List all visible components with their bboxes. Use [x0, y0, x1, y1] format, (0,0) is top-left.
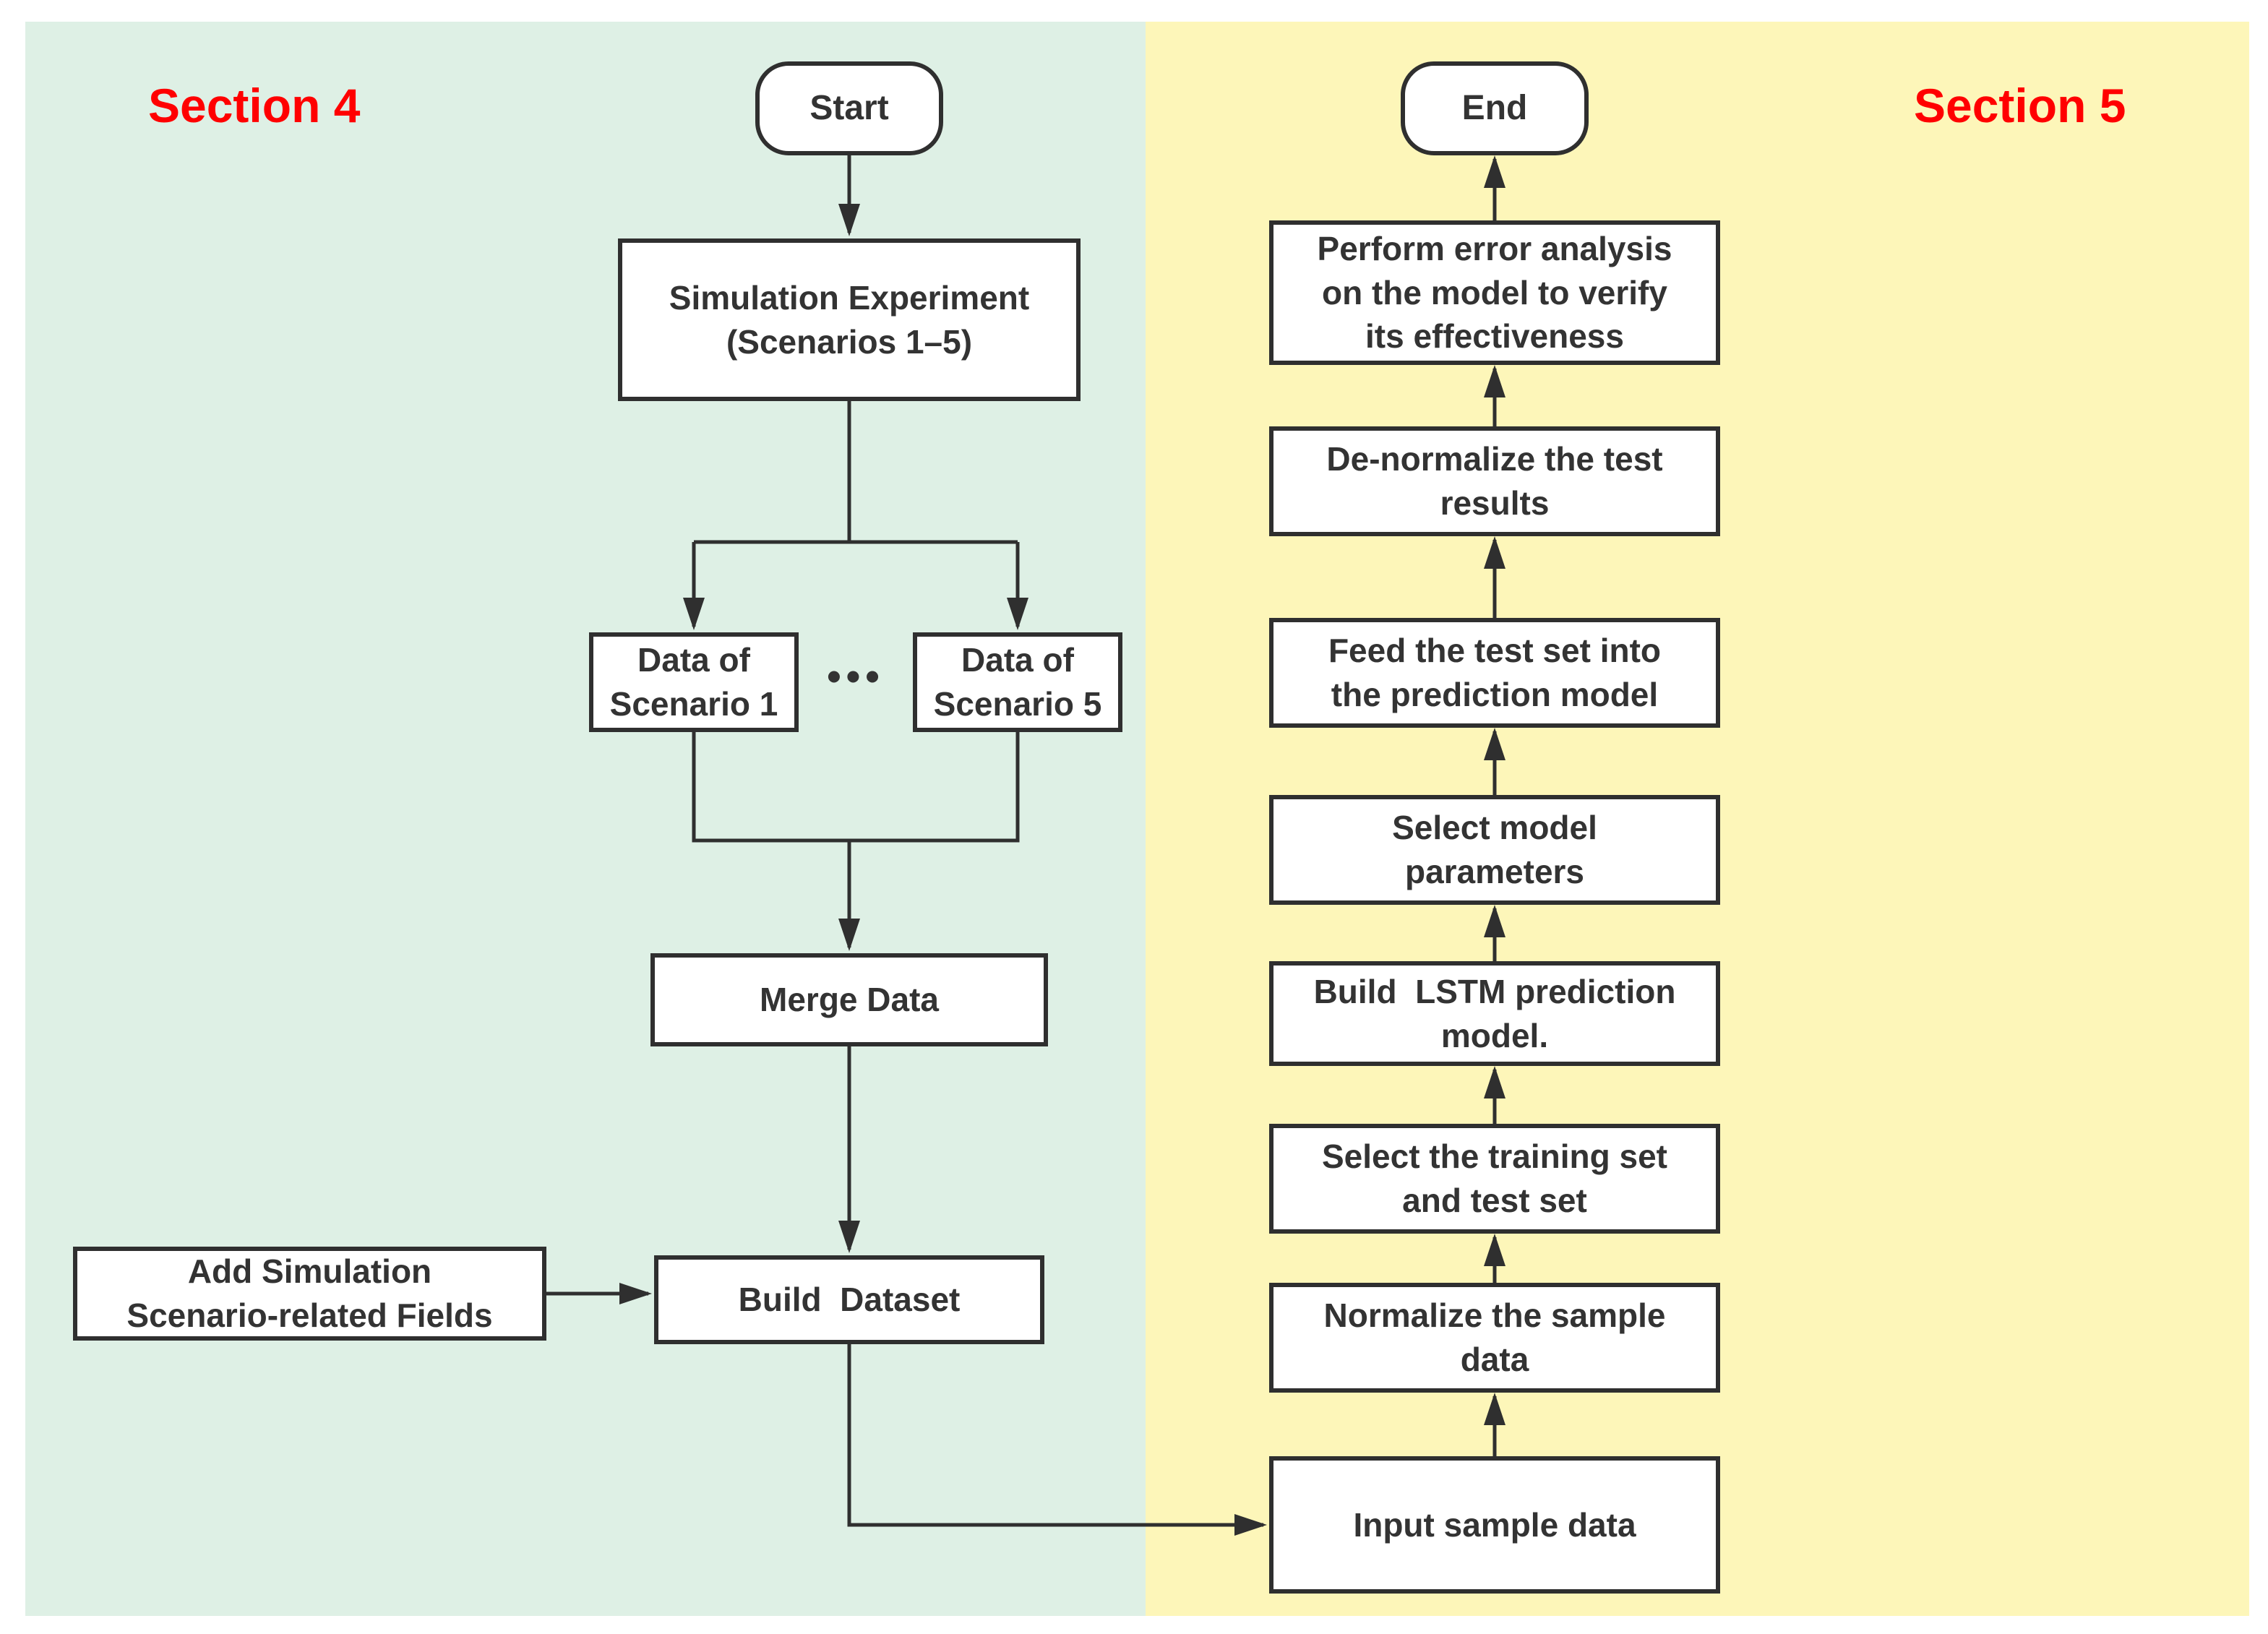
node-feed-test-set: Feed the test set into the prediction mo…: [1269, 618, 1720, 728]
connector-merge-collect: [692, 732, 1020, 843]
node-add-simulation-fields: Add Simulation Scenario-related Fields: [73, 1247, 546, 1341]
node-select-training-test-set-label: Select the training set and test set: [1321, 1138, 1667, 1219]
node-denormalize-results-label: De-normalize the test results: [1326, 440, 1663, 522]
node-build-lstm-model: Build LSTM prediction model.: [1269, 961, 1720, 1066]
ellipsis-dots: •••: [827, 653, 885, 699]
section4-label: Section 4: [148, 79, 361, 132]
section5-label: Section 5: [1914, 79, 2126, 132]
node-select-model-parameters: Select model parameters: [1269, 795, 1720, 905]
node-select-model-parameters-label: Select model parameters: [1392, 809, 1597, 890]
node-simulation-experiment: Simulation Experiment (Scenarios 1–5): [618, 238, 1081, 401]
node-select-training-test-set: Select the training set and test set: [1269, 1124, 1720, 1234]
node-build-lstm-model-label: Build LSTM prediction model.: [1313, 972, 1676, 1054]
node-data-scenario-1-label: Data of Scenario 1: [609, 641, 778, 723]
connector-split: [694, 401, 1018, 544]
node-input-sample-data-label: Input sample data: [1353, 1505, 1636, 1544]
node-end-label: End: [1461, 89, 1528, 128]
node-data-scenario-1: Data of Scenario 1: [589, 632, 799, 732]
node-data-scenario-5-label: Data of Scenario 5: [933, 641, 1102, 723]
node-denormalize-results: De-normalize the test results: [1269, 426, 1720, 536]
node-merge-data: Merge Data: [650, 953, 1048, 1046]
node-input-sample-data: Input sample data: [1269, 1456, 1720, 1594]
node-data-scenario-5: Data of Scenario 5: [913, 632, 1122, 732]
node-build-dataset-label: Build Dataset: [738, 1281, 961, 1319]
node-normalize-sample-data-label: Normalize the sample data: [1323, 1297, 1666, 1378]
node-feed-test-set-label: Feed the test set into the prediction mo…: [1328, 632, 1662, 713]
node-start-label: Start: [809, 89, 889, 128]
node-add-simulation-fields-label: Add Simulation Scenario-related Fields: [126, 1252, 493, 1334]
arrow-build-to-input: [847, 1344, 1267, 1536]
node-end: End: [1401, 61, 1589, 155]
node-perform-error-analysis-label: Perform error analysis on the model to v…: [1317, 229, 1672, 356]
node-normalize-sample-data: Normalize the sample data: [1269, 1283, 1720, 1393]
node-build-dataset: Build Dataset: [654, 1255, 1044, 1344]
node-perform-error-analysis: Perform error analysis on the model to v…: [1269, 220, 1720, 365]
node-merge-data-label: Merge Data: [760, 981, 939, 1019]
node-simulation-experiment-label: Simulation Experiment (Scenarios 1–5): [669, 278, 1030, 361]
node-start: Start: [755, 61, 943, 155]
